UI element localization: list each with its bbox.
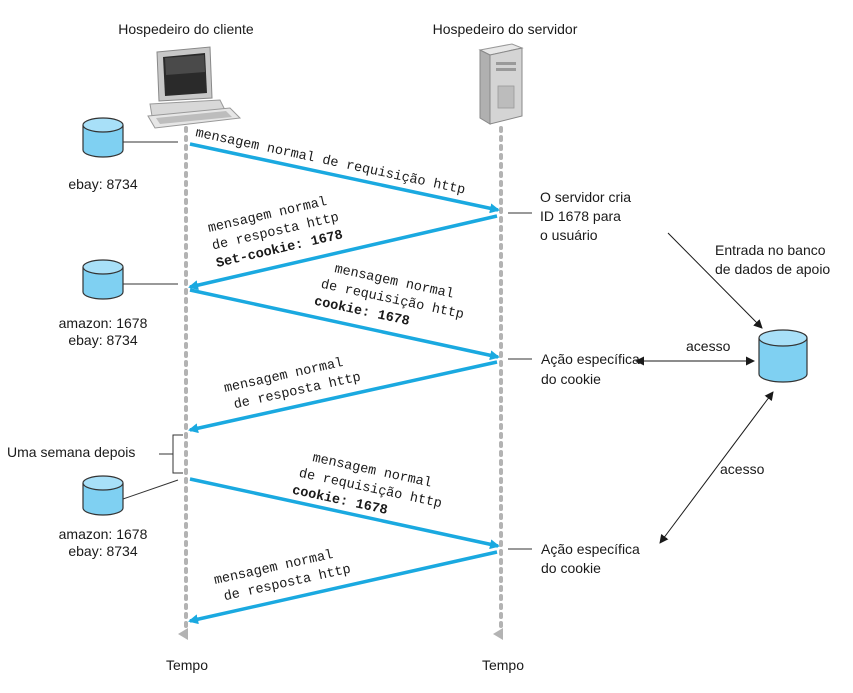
action1-line2-prefix: do [541, 371, 560, 387]
request-arrow-3 [189, 477, 500, 550]
action2-line2-prefix: do [541, 560, 560, 576]
week-later-label: Uma semana depois [7, 444, 135, 460]
access-label-1: acesso [686, 338, 731, 354]
access-label-2: acesso [720, 461, 765, 477]
file3-connector [122, 479, 179, 500]
client-computer-icon [147, 46, 242, 129]
database-label-line2: de dados de apoio [715, 261, 830, 277]
response-label-2: mensagem normal de resposta http [223, 356, 363, 413]
action2-line2: do cookie [541, 560, 601, 576]
server-time-label: Tempo [482, 657, 524, 673]
create-note-line2: ID 1678 para [540, 208, 621, 224]
cookie-file-icon [82, 259, 124, 300]
create-note-line1: O servidor cria [540, 189, 631, 205]
week-bracket [159, 434, 183, 474]
server-host-title: Hospedeiro do servidor [433, 21, 578, 37]
action2-line1: Ação específica [541, 541, 640, 557]
client-host-title: Hospedeiro do cliente [118, 21, 254, 37]
request-arrow-1 [189, 142, 500, 214]
file3-entry-amazon: amazon: 1678 [59, 526, 148, 542]
backend-database-icon [758, 329, 808, 383]
client-time-label: Tempo [166, 657, 208, 673]
action2-line2-cookie: cookie [560, 560, 601, 576]
response-arrow-2 [188, 360, 498, 434]
request-1-text: mensagem normal de requisição http [194, 126, 466, 198]
cookie-file-icon [82, 475, 124, 516]
action1-line1: Ação específica [541, 351, 640, 367]
access-arrow-2 [659, 391, 774, 544]
request-arrow-2 [189, 288, 500, 361]
response-label-3: mensagem normal de resposta http [213, 548, 353, 605]
request-label-1: mensagem normal de requisição http [194, 126, 466, 198]
file2-entry-amazon: amazon: 1678 [59, 315, 148, 331]
file1-entry: ebay: 8734 [68, 176, 137, 192]
create-note-line3: o usuário [540, 227, 598, 243]
response-arrow-1 [188, 214, 498, 291]
response-arrow-3 [188, 550, 498, 625]
database-label-line1: Entrada no banco [715, 242, 826, 258]
request-label-2: mensagem normal de requisição http cooki… [313, 262, 465, 330]
message-arrows [188, 142, 500, 625]
file3-entry-ebay: ebay: 8734 [68, 543, 137, 559]
action1-line2: do cookie [541, 371, 601, 387]
database-creation-arrow [667, 232, 763, 329]
action1-line2-cookie: cookie [560, 371, 601, 387]
file2-entry-ebay: ebay: 8734 [68, 332, 137, 348]
cookie-file-icon [82, 117, 124, 158]
server-tower-icon [478, 43, 524, 125]
response-label-1: mensagem normal de resposta http Set-coo… [207, 195, 345, 272]
